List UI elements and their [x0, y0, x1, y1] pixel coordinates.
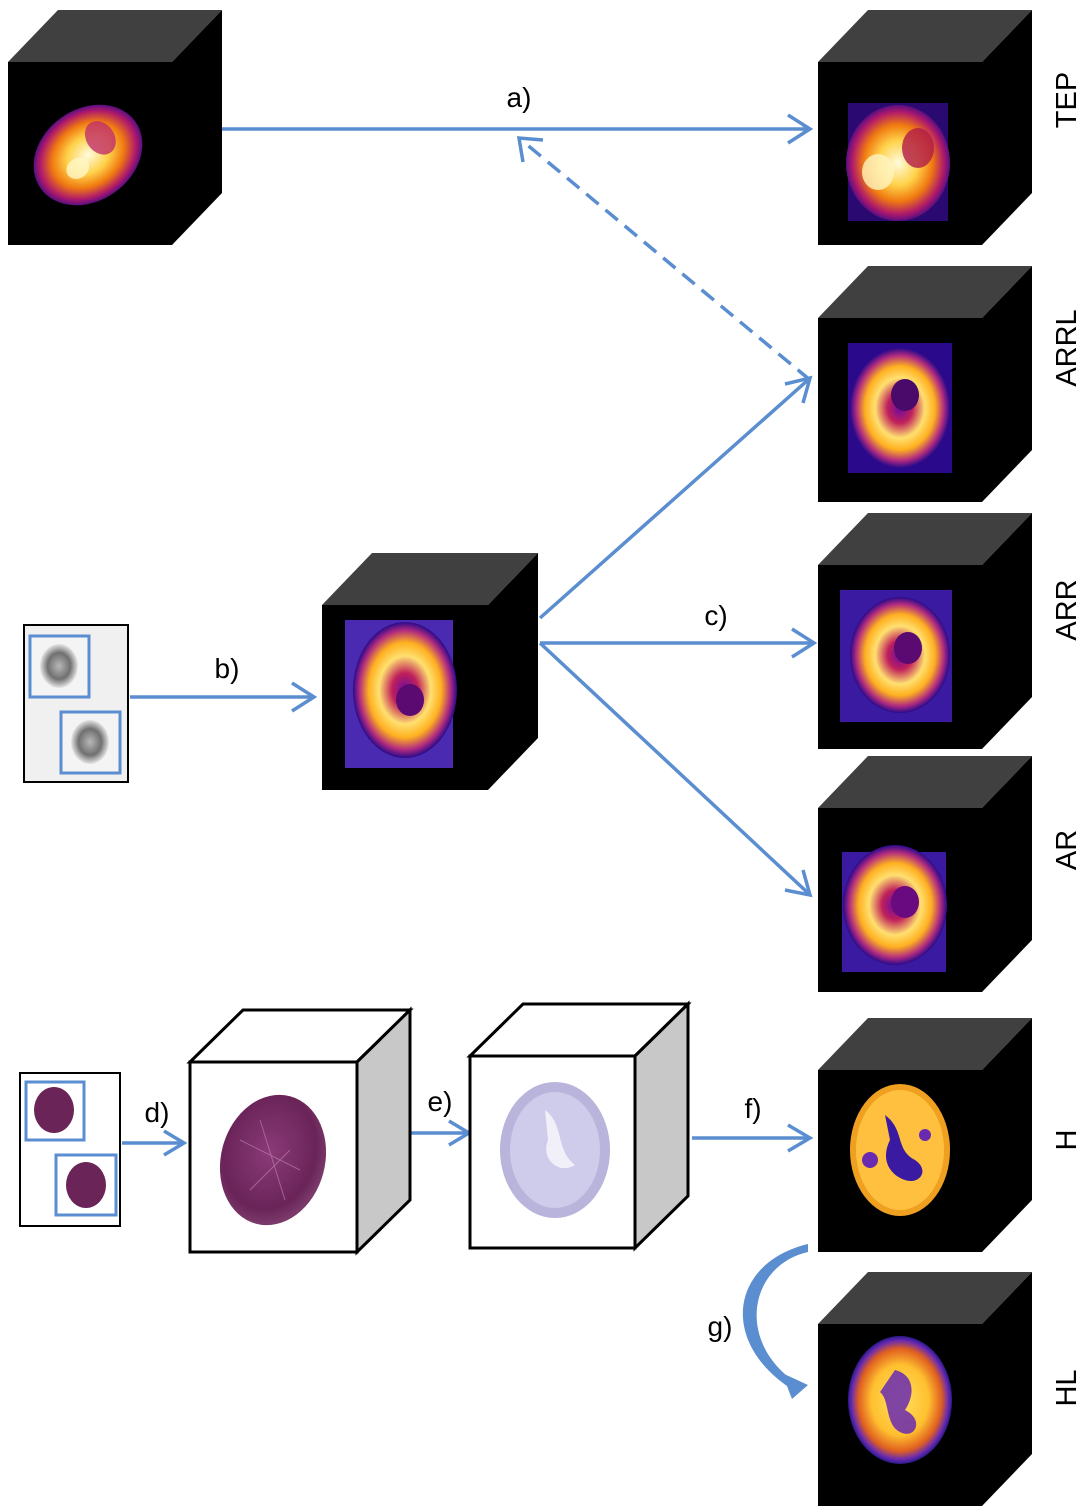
arrow-arrl-dashed-tip	[516, 136, 544, 163]
arrow-f-tip	[787, 1123, 814, 1153]
arrow-g-tip	[782, 1373, 808, 1399]
arrow-to-arrl	[538, 378, 810, 620]
label-g: g)	[708, 1311, 733, 1342]
slide-histology-sections	[19, 1072, 121, 1227]
label-c: c)	[704, 600, 727, 631]
arrow-a-tip	[787, 113, 814, 145]
cube-intermediate-pet	[322, 553, 538, 790]
cube-arrl	[818, 266, 1032, 502]
cube-input-pet	[8, 10, 222, 245]
arrow-b-tip	[291, 681, 318, 713]
cube-histology-deconvolved	[466, 1000, 692, 1252]
arrow-to-arrl-tip	[784, 375, 813, 404]
arrow-g	[742, 1244, 808, 1388]
label-arrl: ARRL	[1051, 309, 1083, 386]
cube-tep	[818, 10, 1032, 245]
arrow-to-ar	[538, 641, 810, 895]
cube-h	[818, 1018, 1032, 1252]
label-ar: AR	[1051, 830, 1083, 870]
arrow-d-tip	[163, 1129, 188, 1157]
arrows	[122, 113, 818, 1399]
slide-pet-sections	[23, 624, 129, 783]
cube-ar	[818, 756, 1032, 992]
cube-histology-stained	[186, 1006, 414, 1256]
label-f: f)	[744, 1093, 761, 1124]
label-a: a)	[507, 82, 532, 113]
label-d: d)	[145, 1097, 170, 1128]
volume-labels: TEP ARRL ARR AR H HL	[1051, 72, 1083, 1407]
step-labels: a) b) c) d) e) f) g)	[145, 82, 762, 1342]
arrow-to-ar-tip	[784, 869, 813, 898]
cube-arr	[818, 513, 1032, 749]
label-arr: ARR	[1051, 579, 1083, 640]
label-b: b)	[215, 653, 240, 684]
label-hl: HL	[1051, 1369, 1083, 1406]
cube-hl	[818, 1272, 1032, 1506]
arrow-c-tip	[791, 627, 818, 659]
label-h: H	[1051, 1130, 1083, 1151]
label-e: e)	[428, 1086, 453, 1117]
label-tep: TEP	[1051, 72, 1083, 128]
arrow-arrl-dashed	[523, 141, 812, 382]
